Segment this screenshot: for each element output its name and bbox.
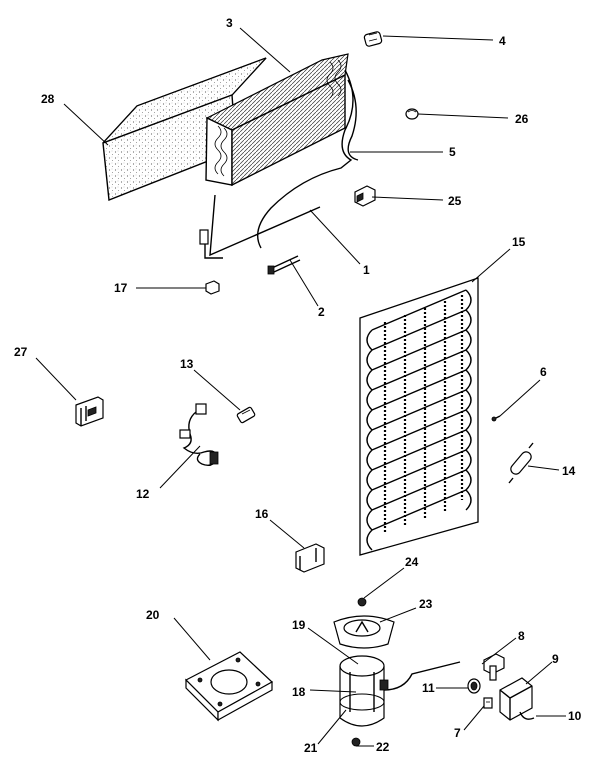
callout-1: 1 [363,263,370,277]
callout-25: 25 [448,194,462,208]
callout-20: 20 [146,608,160,622]
callout-13: 13 [180,357,194,371]
callout-3: 3 [226,16,233,30]
callout-8: 8 [518,629,525,643]
callout-26: 26 [515,112,529,126]
callout-7: 7 [454,726,461,740]
screw-part-6 [491,415,501,422]
bracket-part-25 [354,185,376,207]
callout-10: 10 [568,709,582,723]
callout-21: 21 [304,741,318,755]
callout-6: 6 [540,365,547,379]
callout-14: 14 [562,464,576,478]
bracket-part-16 [295,543,325,573]
fitting-part-11 [467,678,481,694]
bracket-part-27 [75,396,104,427]
fitting-part-8 [483,653,505,681]
grommet-part-24 [357,597,367,607]
mounting-base-part [184,651,274,722]
callout-4: 4 [499,34,506,48]
callout-2: 2 [318,305,325,319]
compressor-cover-part [333,615,395,649]
callout-22: 22 [376,740,390,754]
callout-labels: 3 4 28 26 5 25 15 1 17 2 27 13 6 14 12 1… [14,16,582,755]
callout-11: 11 [422,681,435,695]
callout-17: 17 [114,281,128,295]
condenser-part [359,277,479,556]
callout-28: 28 [41,92,55,106]
callout-9: 9 [552,652,559,666]
relay-part-13 [236,406,256,424]
leader-lines [35,27,566,747]
callout-27: 27 [14,345,28,359]
callout-15: 15 [512,235,526,249]
callout-18: 18 [292,685,306,699]
grommet-part-26 [405,108,419,120]
callout-24: 24 [405,555,419,569]
clip-part-4 [363,31,383,47]
overload-part [499,677,533,721]
power-cord-part [179,403,219,467]
foot-part-22 [351,737,361,747]
wire-part-10 [519,711,535,720]
fitting-part-7 [483,697,493,709]
compressor-part [339,655,461,727]
callout-23: 23 [419,597,433,611]
drier-part [508,442,534,484]
evaporator-part [199,53,359,259]
connector-part-2 [267,255,301,275]
callout-16: 16 [255,507,269,521]
callout-5: 5 [449,145,456,159]
clip-part-17 [205,280,220,295]
callout-19: 19 [292,618,306,632]
callout-12: 12 [136,487,150,501]
